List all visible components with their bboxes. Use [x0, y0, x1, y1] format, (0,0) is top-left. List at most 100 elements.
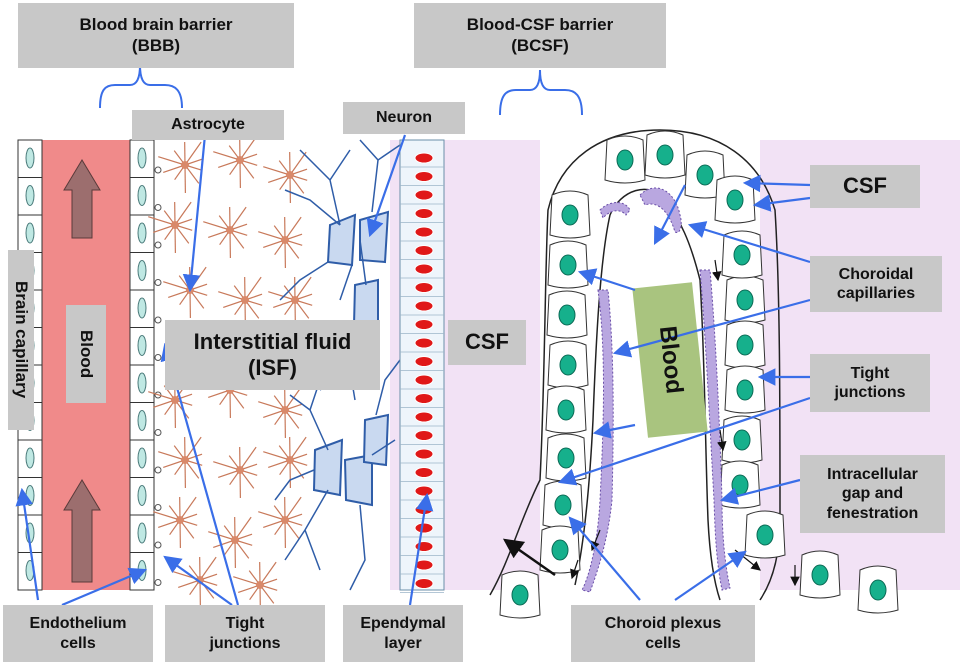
astrocyte-process	[284, 216, 302, 241]
astrocyte-process	[203, 221, 231, 231]
ependymal-nucleus	[414, 226, 434, 238]
astrocyte-process	[179, 496, 197, 521]
astrocyte-process	[284, 496, 302, 521]
choroidal-capillaries-label: Choroidal capillaries	[810, 256, 942, 312]
blood-right-label: Blood	[653, 324, 688, 396]
choroid-plexus-nucleus	[733, 244, 751, 266]
isf-label: Interstitial fluid (ISF)	[165, 320, 380, 390]
tight-junction-dot	[154, 466, 162, 474]
choroid-plexus-cells-label: Choroid plexus cells	[571, 605, 755, 662]
blood-flow-arrow-top	[63, 159, 101, 239]
choroid-plexus-nucleus	[561, 204, 579, 226]
ependymal-nucleus	[414, 430, 434, 441]
choroid-plexus-nucleus	[733, 429, 751, 451]
astrocyte-process	[148, 391, 176, 401]
choroid-plexus-nucleus	[736, 379, 754, 401]
astrocyte-process	[148, 216, 176, 226]
choroid-plexus-nucleus	[511, 584, 529, 606]
tight-junction-dot	[154, 504, 162, 511]
tight-junctions-bottom-label: Tight junctions	[165, 605, 325, 662]
astrocyte-process	[233, 576, 261, 586]
ependymal-nucleus	[414, 448, 434, 460]
astrocyte-process	[218, 291, 246, 301]
choroid-plexus-nucleus	[736, 289, 754, 311]
astrocyte	[158, 436, 203, 489]
astrocyte-body	[176, 516, 184, 524]
astrocyte	[173, 556, 218, 609]
choroid-plexus-nucleus	[557, 399, 575, 421]
ependymal-layer-label: Ependymal layer	[343, 605, 463, 662]
astrocyte-body	[236, 156, 244, 164]
endothelium-nucleus	[25, 185, 35, 206]
tight-junction-dot	[154, 279, 162, 286]
astrocyte-label: Astrocyte	[132, 110, 284, 140]
astrocyte-body	[241, 296, 249, 304]
csf-right-label: CSF	[810, 165, 920, 208]
endothelium-nucleus	[137, 147, 147, 169]
astrocyte-process	[258, 511, 286, 521]
endothelium-nucleus	[137, 447, 147, 469]
bcsf-label: Blood-CSF barrier (BCSF)	[414, 3, 666, 68]
astrocyte-body	[181, 161, 189, 169]
endothelium-nucleus	[25, 222, 35, 244]
choroid-plexus-nucleus	[756, 524, 774, 546]
astrocyte-process	[208, 531, 236, 541]
astrocyte-process	[158, 451, 186, 461]
brain-capillary-label: Brain capillary	[8, 250, 34, 430]
ependymal-layer	[399, 139, 445, 593]
ependymal-nucleus	[414, 356, 434, 367]
astrocyte-process	[213, 151, 241, 161]
choroid-plexus-nucleus	[696, 164, 714, 186]
endothelium-nucleus	[137, 335, 147, 356]
ependymal-nucleus	[414, 522, 434, 534]
astrocyte-body	[286, 171, 294, 179]
ependymal-nucleus	[414, 263, 434, 275]
astrocyte-body	[171, 221, 179, 229]
endothelium-nucleus	[137, 185, 147, 206]
ependymal-nucleus	[414, 374, 434, 386]
astrocyte	[213, 136, 258, 189]
astrocyte	[258, 496, 303, 549]
blood-left-label: Blood	[66, 305, 106, 403]
endothelium-cells-label: Endothelium cells	[3, 605, 153, 662]
endothelium-nucleus	[137, 485, 147, 506]
astrocyte-process	[199, 556, 217, 581]
choroid-plexus-nucleus	[559, 254, 577, 276]
blood-box-right	[632, 282, 708, 438]
astrocyte-process	[174, 201, 192, 226]
astrocyte-body	[171, 396, 179, 404]
choroid-plexus-nucleus	[869, 579, 887, 601]
choroid-plexus-nucleus	[551, 539, 569, 561]
ependymal-nucleus	[414, 152, 434, 164]
astrocyte	[258, 386, 303, 439]
choroid-plexus-nucleus	[736, 334, 754, 356]
astrocyte-process	[163, 281, 191, 291]
tight-junction-dot	[154, 166, 162, 174]
tight-junction-dot	[154, 241, 162, 249]
astrocyte-process	[268, 291, 296, 301]
astrocyte-body	[291, 296, 299, 304]
tight-junction-dot	[154, 204, 162, 211]
ependymal-nucleus	[414, 411, 434, 423]
astrocyte	[218, 276, 263, 329]
astrocyte	[213, 446, 258, 499]
bbb-label: Blood brain barrier (BBB)	[18, 3, 294, 68]
tight-junction-dot	[154, 429, 162, 436]
tight-junctions-right-label: Tight junctions	[810, 354, 930, 412]
astrocyte-process	[263, 166, 291, 176]
astrocyte-process	[244, 276, 262, 301]
astrocyte	[163, 266, 208, 319]
csf-middle-label: CSF	[448, 320, 526, 365]
endothelium-right-column	[129, 139, 162, 591]
ependymal-nucleus	[414, 578, 434, 589]
ependymal-nucleus	[414, 282, 434, 293]
astrocyte-body	[286, 456, 294, 464]
ependymal-nucleus	[414, 319, 434, 330]
astrocyte-process	[258, 401, 286, 411]
astrocyte	[263, 436, 308, 489]
choroid-plexus-nucleus	[811, 564, 829, 586]
endothelium-nucleus	[25, 485, 35, 506]
astrocyte	[208, 516, 253, 569]
ependymal-nucleus	[414, 337, 434, 349]
astrocyte-body	[236, 466, 244, 474]
